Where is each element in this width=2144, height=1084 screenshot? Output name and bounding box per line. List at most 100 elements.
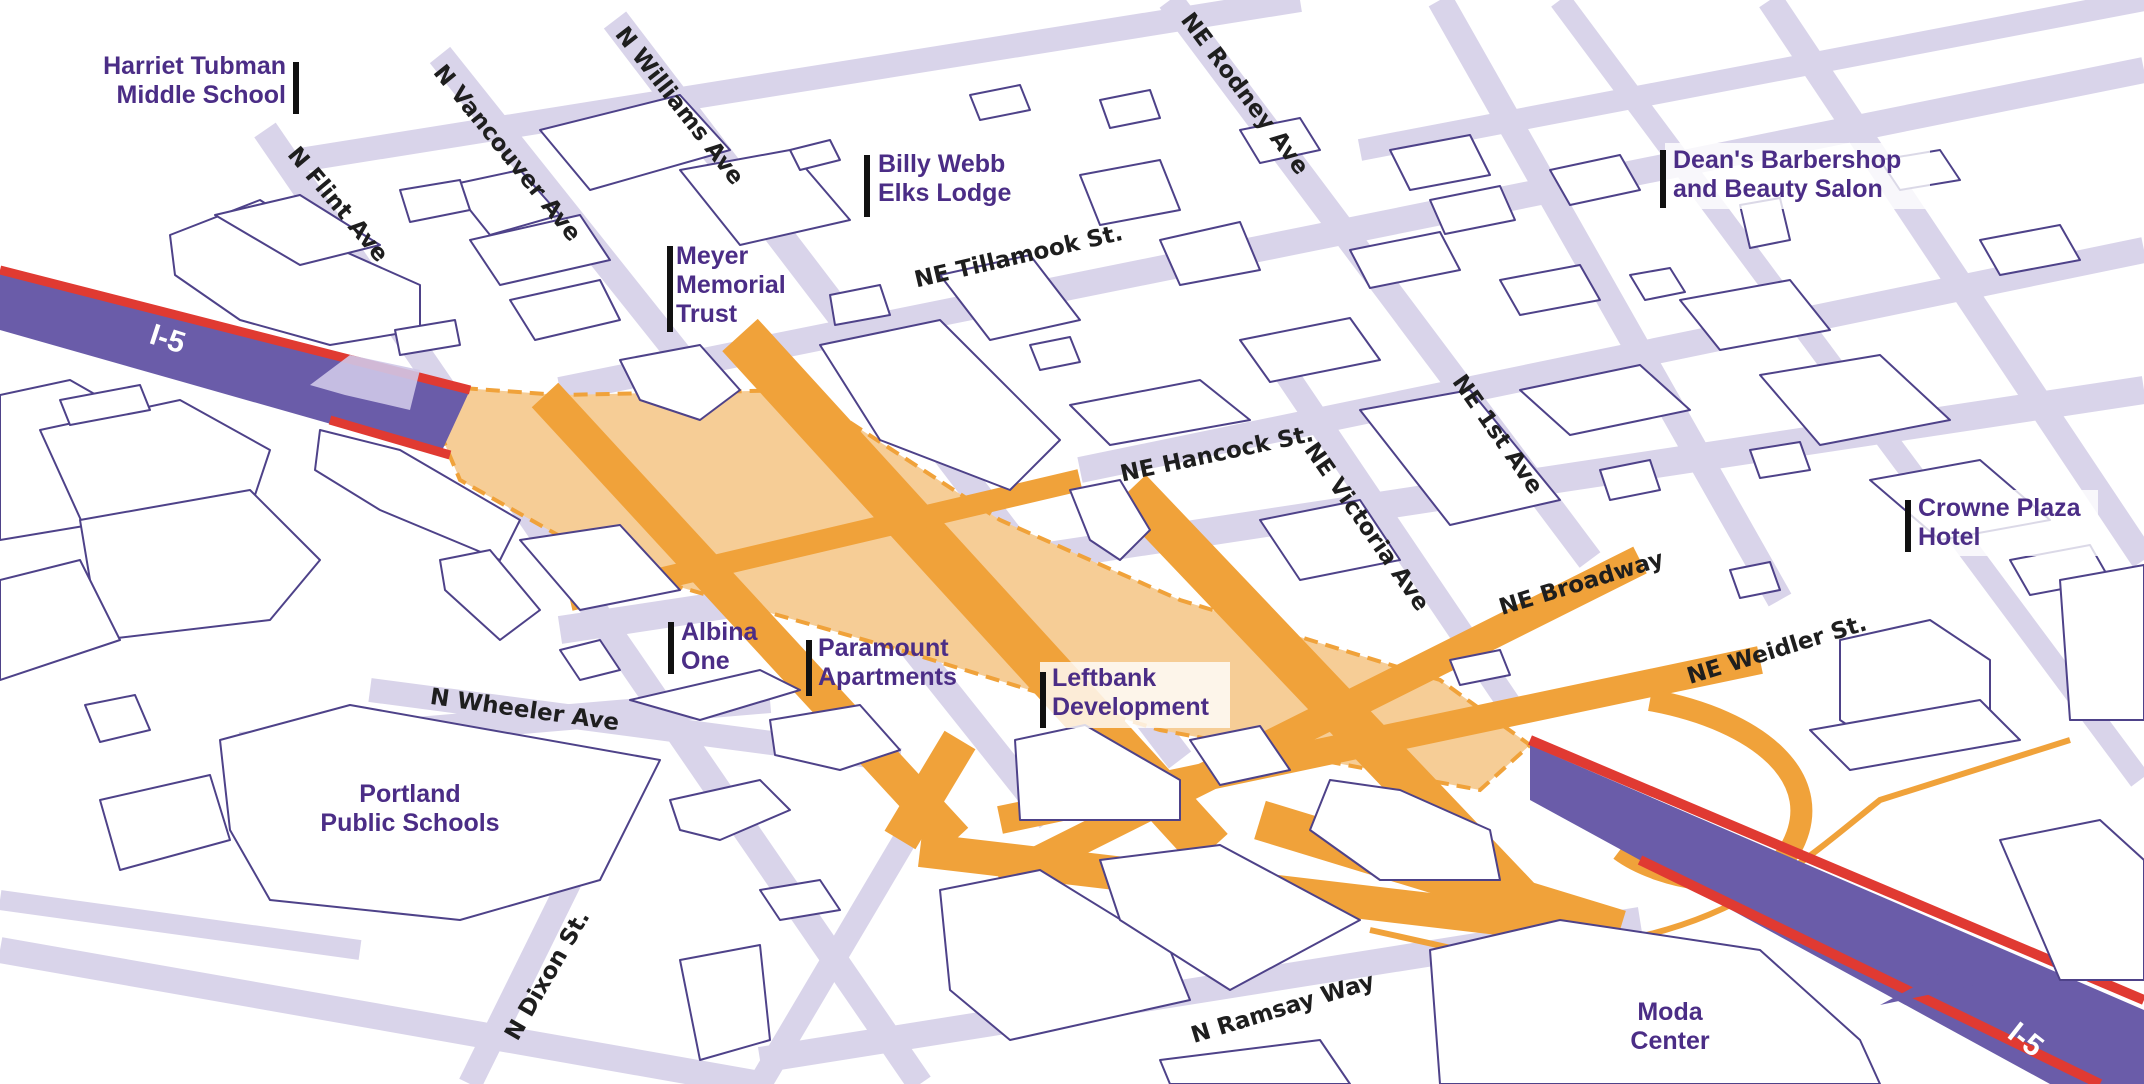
bldg-nv-2 [449,169,561,236]
deans-line-2: and Beauty Salon [1673,174,1883,203]
crowne-pin [1905,500,1911,552]
bldg-broadway-row-2 [439,549,541,641]
bldg-crowne-plaza-base [1809,699,2021,771]
bldg-south-3 [679,944,771,1061]
i5-west [0,270,470,455]
bldg-rodney-1 [939,254,1081,341]
albina-line-2: One [681,646,730,675]
bldg-moda-ramp-bldg [1309,779,1501,881]
moda-center-label: Moda Center [1620,998,1720,1056]
bldg-tillamook-3 [1429,185,1516,235]
orange-sw-stub [884,730,976,850]
street-mid-north [1357,0,2144,161]
bldg-nv-1 [539,94,731,191]
bldg-portland-public-schools [219,704,661,921]
bldg-broadway-1 [1069,479,1151,561]
street-north-edge [298,0,1302,172]
bldg-east-edge [2059,564,2144,721]
bldg-ne-9 [1259,499,1401,581]
crowne-label: Crowne Plaza Hotel [1918,494,2081,552]
bldg-broadway-row-3 [519,524,681,611]
bldg-ne-1 [1549,154,1641,206]
meyer-line-1: Meyer [676,242,749,270]
bldg-paramount [769,704,901,771]
bldg-nv-3 [469,214,611,286]
street-ne-1st [1428,0,1792,607]
bldg-rodney-6 [969,84,1031,121]
moda-line-1: Moda [1637,998,1703,1026]
meyer-pin [667,246,673,332]
deans-line-1: Dean's Barbershop [1673,146,1902,174]
i5-east-arrowhead [1880,965,1975,1005]
harriet-tubman-label: Harriet Tubman Middle School [88,52,286,110]
bldg-ne-11 [1729,561,1781,599]
street-west-spur [0,890,362,960]
bldg-billy-webb [829,284,891,326]
bldg-tillamook-1 [1349,231,1461,289]
leftbank-line-1: Leftbank [1052,664,1157,692]
bldg-rodney-3 [1079,159,1181,226]
bldg-south-6 [1159,1039,1351,1084]
bldg-weidler-2 [1189,725,1291,786]
bldg-west-5 [59,384,151,426]
i5-west-arrow [310,355,420,410]
albina-pin [668,622,674,674]
bldg-williams-big [819,319,1061,491]
deans-label: Dean's Barbershop and Beauty Salon [1673,146,1901,204]
bldg-moda-center [1429,919,1881,1084]
bldg-hancock-1 [1069,379,1251,446]
bldg-ne-8 [1359,389,1561,526]
crowne-line-2: Hotel [1918,522,1981,551]
paramount-line-1: Paramount [818,634,949,662]
bldg-ne-14 [1979,224,2081,276]
bldg-flint-small [394,319,461,356]
meyer-label: Meyer Memorial Trust [676,242,786,328]
i5-west-red-bottom [328,415,452,460]
paramount-pin [806,640,812,696]
bldg-west-7 [99,774,231,871]
bldg-deans [1629,267,1686,301]
bldg-ne-2 [1499,264,1601,316]
street-ne-hancock [1077,237,2144,483]
bldg-west-arena-4 [0,559,121,681]
bldg-rodney-7 [1099,89,1161,129]
i5-east [1530,745,2144,1084]
bldg-ne-10 [1749,441,1811,479]
bldg-albina-small [559,639,621,681]
bldg-nw-6 [679,149,851,246]
bldg-south-1 [669,779,791,841]
deans-pin [1660,150,1666,208]
bldg-ne-6 [1759,354,1951,446]
bldg-tillamook-2 [1389,134,1491,191]
paramount-label: Paramount Apartments [818,634,957,692]
bldg-williams-2 [789,139,841,171]
bldg-ne-4 [1519,364,1691,436]
albina-line-1: Albina [681,618,758,646]
meyer-line-3: Trust [676,299,738,328]
bldg-ne-7 [1599,459,1661,501]
bldg-meyer [619,344,741,421]
bldg-west-6 [84,694,151,743]
meyer-line-2: Memorial [676,270,786,299]
pps-line-1: Portland [359,780,461,808]
portland-public-schools-label: Portland Public Schools [320,780,500,838]
highway-i5 [0,265,2144,1084]
bldg-south-5 [1099,844,1361,991]
bldg-nv-5 [399,179,471,223]
leftbank-label: Leftbank Development [1052,664,1209,722]
bldg-ne-3 [1679,279,1831,351]
crowne-line-1: Crowne Plaza [1918,494,2081,522]
bldg-albina-one [629,669,801,721]
crowne-label-bg [1908,490,2098,556]
bldg-broadway-row-1 [314,429,521,561]
street-south-edge [0,937,763,1084]
billy-webb-label: Billy Webb Elks Lodge [878,150,1011,208]
bldg-rodney-2 [1029,336,1081,371]
bldg-nv-4 [509,279,621,341]
orange-ne-broadway [993,546,1647,894]
bldg-rodney-5 [1239,117,1321,164]
leftbank-pin [1040,672,1046,728]
harriet-tubman-pin [293,62,299,114]
moda-line-2: Center [1630,1026,1710,1055]
